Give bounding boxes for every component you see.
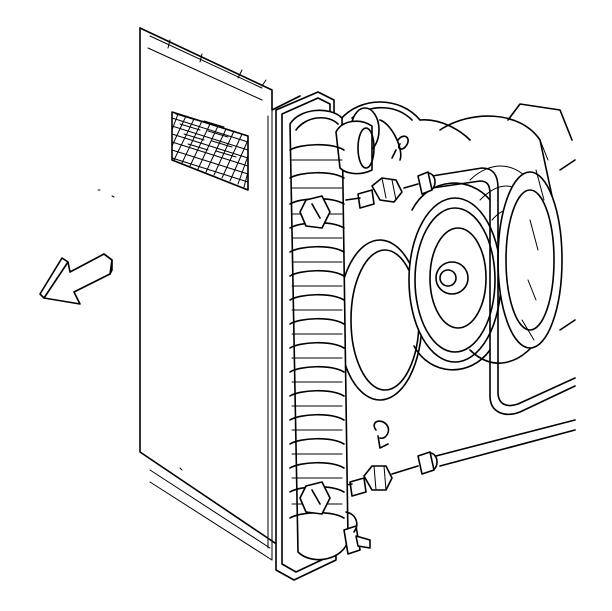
retaining-clip-upper xyxy=(391,135,409,159)
lower-line-fitting xyxy=(339,465,419,497)
radiator-side-tank xyxy=(275,91,375,581)
arrow-left-icon xyxy=(39,253,113,305)
upper-line-fitting xyxy=(345,177,419,209)
compressor-assembly xyxy=(337,101,576,401)
grille-mesh xyxy=(171,111,249,191)
condenser-panel xyxy=(139,27,301,561)
background-detail-strokes xyxy=(97,189,183,471)
refrigerant-line-upper xyxy=(417,167,576,416)
refrigerant-line-lower xyxy=(417,419,576,475)
retaining-clip-lower xyxy=(373,420,390,449)
